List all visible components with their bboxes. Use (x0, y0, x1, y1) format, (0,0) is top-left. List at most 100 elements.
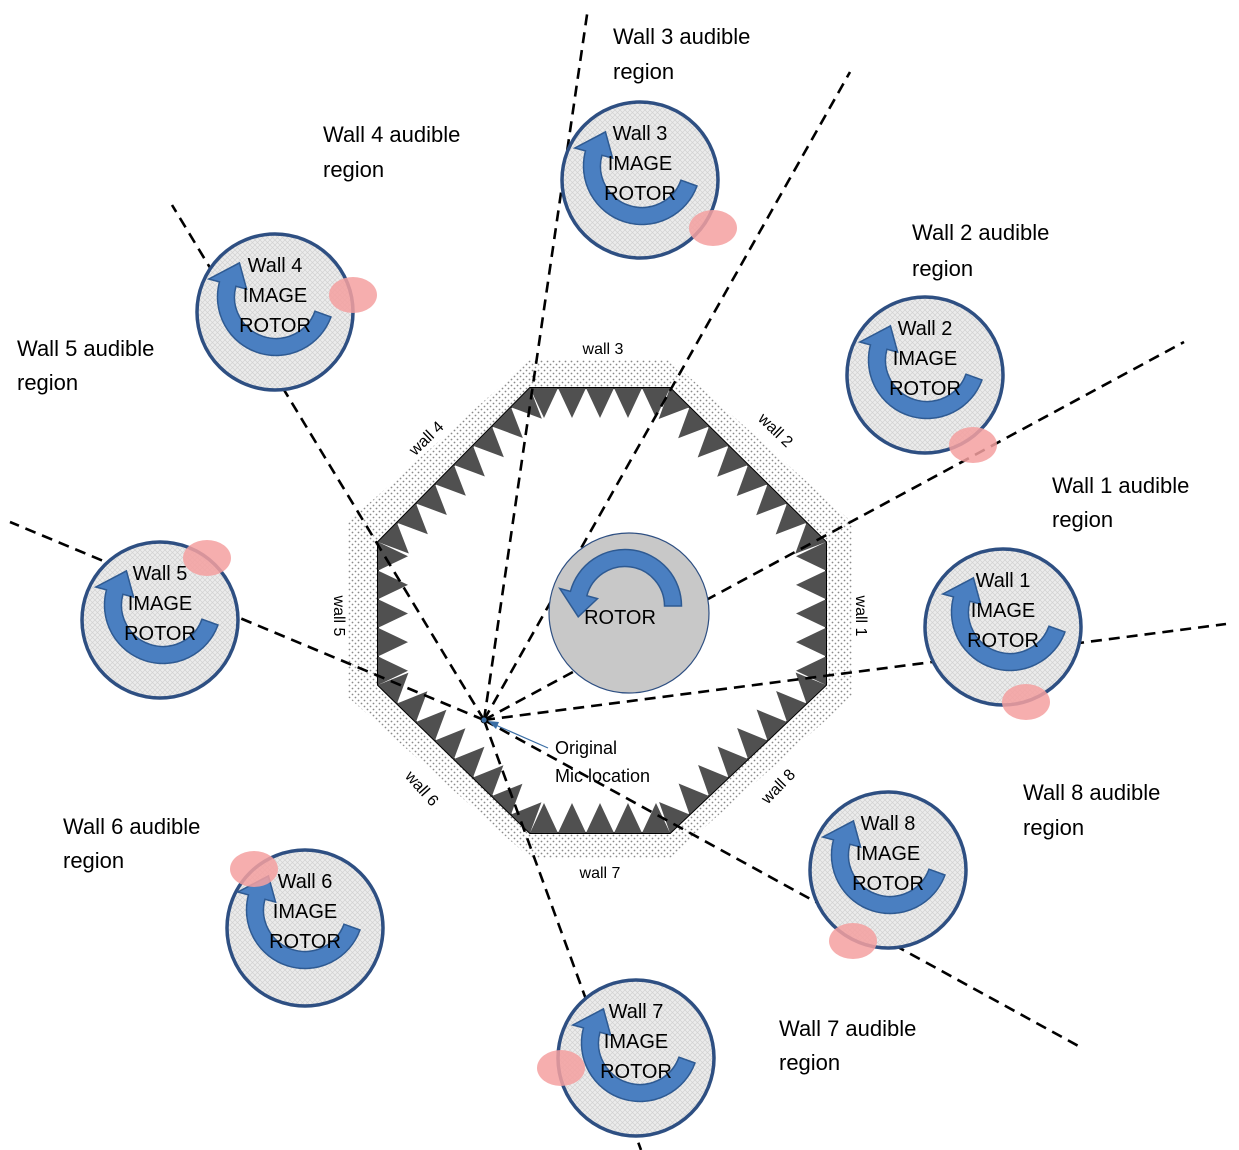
image-rotor-wall-2: Wall 2 IMAGE ROTOR (845, 295, 1005, 463)
rotation-arrow-icon (558, 548, 683, 618)
rotation-arrow-shape (572, 130, 698, 226)
wall-5-label: wall 5 (330, 595, 347, 637)
rotation-arrow-icon (235, 874, 361, 970)
rotation-arrow-icon (857, 324, 983, 420)
wall-tooth (658, 388, 690, 419)
wall-tooth (416, 709, 447, 741)
image-rotor-label: IMAGE (893, 348, 957, 370)
speaker-hotspot (230, 851, 278, 887)
speaker-hotspot (329, 277, 377, 313)
image-rotor-label: ROTOR (967, 630, 1039, 652)
rotation-arrow-shape (820, 819, 946, 915)
wall-tooth (378, 599, 408, 628)
rotation-arrow-icon (572, 130, 698, 226)
wall-tooth (454, 445, 485, 477)
rotation-arrow-icon (820, 819, 946, 915)
wall-tooth (775, 503, 807, 535)
wall-tooth (586, 388, 614, 418)
region-label-wall-4: Wall 4 audible region (323, 122, 467, 182)
wall-tooth (776, 690, 807, 722)
wall-tooth (717, 746, 748, 778)
wall-tooth (378, 656, 408, 685)
image-rotor-label: ROTOR (239, 315, 311, 337)
image-rotor-label: IMAGE (273, 901, 337, 923)
wall-tooth (586, 803, 614, 833)
wall-tooth (378, 627, 408, 657)
wall-tooth (614, 388, 642, 418)
wall-tooth (511, 388, 542, 419)
wall-tooth (795, 672, 826, 704)
image-rotor-label: IMAGE (971, 600, 1035, 622)
image-rotor-label: ROTOR (852, 873, 924, 895)
wall-tooth (492, 407, 523, 438)
image-rotor-label: ROTOR (600, 1061, 672, 1083)
image-rotor-label: Wall 1 (976, 570, 1031, 592)
rotation-arrow-shape (570, 1007, 696, 1103)
wall-tooth (796, 542, 826, 571)
region-label-wall-1: Wall 1 audible region (1052, 473, 1196, 532)
image-rotor-label: IMAGE (608, 153, 672, 175)
rotation-arrow-shape (857, 324, 983, 420)
wall-tooth (492, 783, 523, 815)
image-rotor-label: ROTOR (604, 183, 676, 205)
wall-tooth (756, 709, 787, 741)
rotation-arrow-shape (940, 576, 1066, 672)
speaker-hotspot (183, 540, 231, 576)
wall-tooth (378, 672, 409, 704)
image-rotor-wall-1: Wall 1 IMAGE ROTOR (923, 547, 1083, 720)
wall-tooth (416, 484, 447, 515)
wall-tooth (435, 465, 466, 496)
wall-tooth (558, 803, 586, 833)
image-rotor-label: ROTOR (269, 931, 341, 953)
image-rotor-label: Wall 4 (248, 255, 303, 277)
speaker-hotspot (537, 1050, 585, 1086)
wall-tooth (756, 484, 787, 516)
wall-7-label: wall 7 (579, 865, 621, 882)
image-rotor-label: ROTOR (889, 378, 961, 400)
rotation-arrow-shape (558, 548, 683, 618)
wall-tooth (796, 599, 826, 628)
original-mic: Original Mic location (480, 716, 650, 786)
speaker-hotspot (689, 210, 737, 246)
wall-tooth (378, 522, 409, 554)
wall-tooth (642, 388, 670, 418)
image-rotor-wall-3: Wall 3 IMAGE ROTOR (560, 100, 737, 260)
wall-tooth (642, 803, 670, 833)
image-rotor-label: Wall 3 (613, 123, 668, 145)
wall-tooth (397, 691, 428, 722)
rotation-arrow-icon (206, 261, 332, 357)
image-rotor-label: Wall 8 (861, 813, 916, 835)
region-label-wall-8: Wall 8 audible region (1023, 780, 1167, 840)
image-rotor-wall-8: Wall 8 IMAGE ROTOR (808, 790, 968, 959)
region-label-wall-7: Wall 7 audible region (779, 1016, 923, 1075)
mic-icon (480, 716, 488, 724)
image-rotor-label: ROTOR (124, 623, 196, 645)
wall-tooth (678, 407, 709, 439)
wall-tooth (473, 765, 504, 796)
speaker-hotspot (1002, 684, 1050, 720)
image-rotor-label: IMAGE (856, 843, 920, 865)
wall-tooth (397, 503, 428, 535)
region-label-wall-3: Wall 3 audible region (613, 24, 757, 84)
speaker-hotspot (949, 427, 997, 463)
wall-tooth (530, 388, 558, 418)
rotation-arrow-shape (235, 874, 361, 970)
wall-tooth (678, 783, 709, 815)
rotation-arrow-icon (570, 1007, 696, 1103)
image-rotors: Wall 1 IMAGE ROTOR Wall 2 IMAGE ROTOR Wall 3 IM… (80, 100, 1083, 1138)
region-label-wall-5: Wall 5 audible region (17, 336, 161, 395)
wall-3-label: wall 3 (582, 341, 624, 358)
wall-tooth (454, 746, 485, 778)
image-rotor-label: Wall 2 (898, 318, 953, 340)
mic-label: Original Mic location (555, 738, 650, 786)
wall-tooth (435, 728, 466, 759)
wall-1-label: wall 1 (852, 595, 869, 637)
rotation-arrow-shape (93, 569, 219, 665)
wall-tooth (796, 570, 826, 600)
wall-tooth (614, 803, 642, 833)
wall-tooth (511, 802, 542, 833)
